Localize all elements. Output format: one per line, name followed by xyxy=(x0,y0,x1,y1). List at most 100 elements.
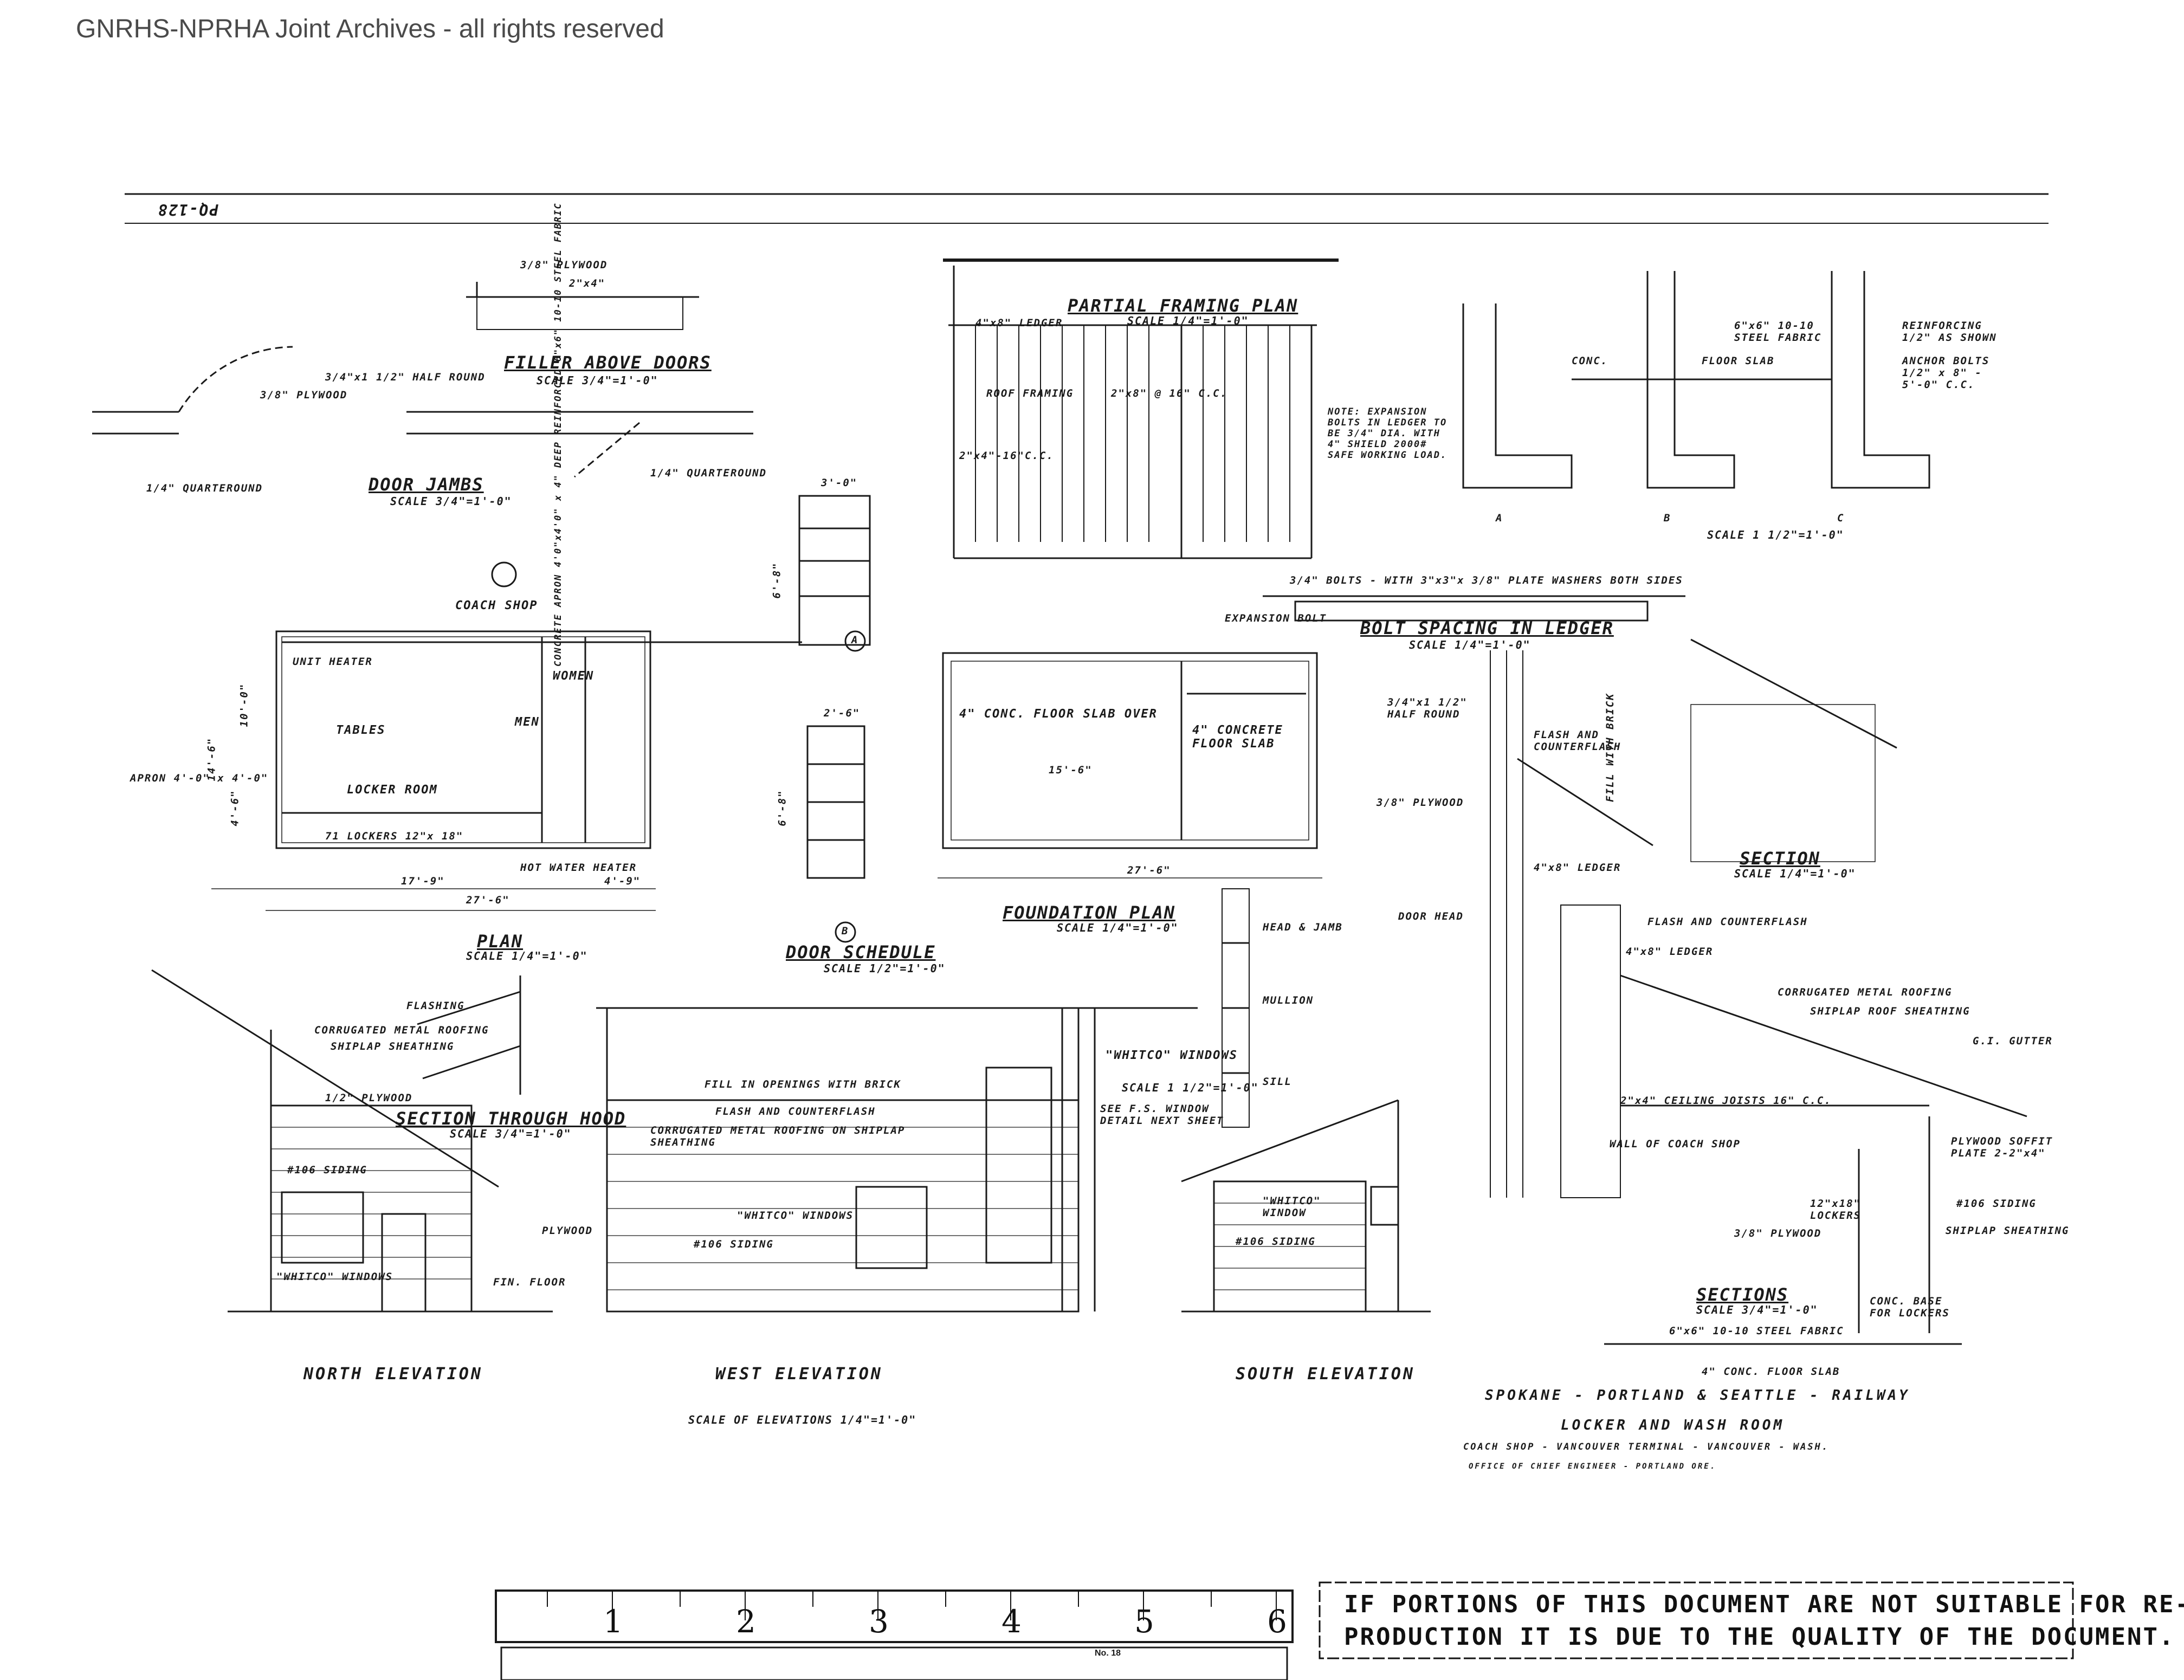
north-plywood: PLYWOOD xyxy=(542,1225,593,1237)
plan-dim-upper: 10'-0" xyxy=(238,683,250,727)
plan-locker-room: LOCKER ROOM xyxy=(347,783,438,797)
sections-shiplap: SHIPLAP ROOF SHEATHING xyxy=(1810,1005,1970,1017)
window-note: SEE F.S. WINDOW DETAIL NEXT SHEET xyxy=(1100,1103,1224,1127)
window-title: "WHITCO" WINDOWS xyxy=(1106,1049,1238,1062)
ruler-label: No. 18 xyxy=(1095,1649,1121,1658)
hood-flashing: FLASHING xyxy=(406,1000,465,1012)
ruler-number-2: 2 xyxy=(736,1603,756,1640)
notice-line-2: PRODUCTION IT IS DUE TO THE QUALITY OF T… xyxy=(1344,1623,2175,1651)
sections-gutter: G.I. GUTTER xyxy=(1973,1035,2053,1047)
title-building: LOCKER AND WASH ROOM xyxy=(1561,1417,1785,1433)
door-a-width: 3'-0" xyxy=(821,477,858,489)
framing-plan-title: PARTIAL FRAMING PLAN xyxy=(1068,295,1298,316)
jamb-quarteround-left: 1/4" QUARTEROUND xyxy=(146,482,263,494)
sections-title: SECTIONS xyxy=(1696,1284,1789,1305)
section-b-title: SECTION xyxy=(1740,848,1820,869)
framing-joists: 2"x8" @ 16" C.C. xyxy=(1111,387,1228,399)
door-schedule-scale: SCALE 1/2"=1'-0" xyxy=(824,962,946,975)
apron-note: CONCRETE APRON 4'0"x4'0" x 4" DEEP REINF… xyxy=(553,202,564,667)
north-floor: FIN. FLOOR xyxy=(493,1276,566,1288)
foundation-scale: SCALE 1/4"=1'-0" xyxy=(1057,921,1179,934)
sections-flash: FLASH AND COUNTERFLASH xyxy=(1647,916,1808,928)
hood-scale: SCALE 3/4"=1'-0" xyxy=(450,1127,572,1140)
filler-stud-label: 2"x4" xyxy=(569,277,606,289)
foundation-dim-15: 15'-6" xyxy=(1049,764,1093,776)
framing-note: NOTE: EXPANSION BOLTS IN LEDGER TO BE 3/… xyxy=(1328,406,1448,461)
jamb-half-round-label: 3/4"x1 1/2" HALF ROUND xyxy=(325,371,486,383)
framing-studs: 2"x4"-16"C.C. xyxy=(959,450,1054,462)
title-office: OFFICE OF CHIEF ENGINEER - PORTLAND ORE. xyxy=(1469,1462,1717,1471)
door-jambs-title: DOOR JAMBS xyxy=(369,474,484,495)
door-a-tag: A xyxy=(851,634,859,646)
plan-title: PLAN xyxy=(477,931,524,952)
plan-men: MEN xyxy=(515,715,540,729)
plan-coach-shop: COACH SHOP xyxy=(455,599,538,612)
window-sill: SILL xyxy=(1263,1076,1292,1088)
footing-label-b: B xyxy=(1664,512,1671,524)
footing-anchor: ANCHOR BOLTS 1/2" x 8" - 5'-0" C.C. xyxy=(1902,355,1990,391)
plan-tables: TABLES xyxy=(336,723,386,737)
section-b-half-round: 3/4"x1 1/2" HALF ROUND xyxy=(1387,696,1468,720)
plan-dim-depth: 14'-6" xyxy=(205,737,218,781)
sections-corrugated: CORRUGATED METAL ROOFING xyxy=(1778,986,1953,998)
west-siding: #106 SIDING xyxy=(694,1238,774,1250)
jamb-quarteround-right: 1/4" QUARTEROUND xyxy=(650,467,767,479)
ruler-number-1: 1 xyxy=(603,1603,623,1640)
south-siding: #106 SIDING xyxy=(1236,1236,1316,1248)
window-head: HEAD & JAMB xyxy=(1263,921,1343,933)
framing-roof: ROOF FRAMING xyxy=(986,387,1074,399)
plan-lockers: 71 LOCKERS 12"x 18" xyxy=(325,830,464,842)
footing-label-c: C xyxy=(1837,512,1845,524)
door-b-tag: B xyxy=(842,925,849,937)
bolt-expansion: EXPANSION BOLT xyxy=(1225,612,1327,624)
west-flash: FLASH AND COUNTERFLASH xyxy=(715,1106,876,1117)
bolt-spacing-scale: SCALE 1/4"=1'-0" xyxy=(1409,638,1531,651)
filler-title: FILLER ABOVE DOORS xyxy=(504,352,712,373)
section-b-plywood: 3/8" PLYWOOD xyxy=(1377,797,1464,809)
bolt-note: 3/4" BOLTS - WITH 3"x3"x 3/8" PLATE WASH… xyxy=(1290,574,1683,586)
section-b-scale: SCALE 1/4"=1'-0" xyxy=(1734,867,1856,880)
notice-line-1: IF PORTIONS OF THIS DOCUMENT ARE NOT SUI… xyxy=(1344,1591,2184,1618)
sections-siding: #106 SIDING xyxy=(1956,1198,2037,1210)
elevations-scale: SCALE OF ELEVATIONS 1/4"=1'-0" xyxy=(688,1413,917,1426)
foundation-dim-27: 27'-6" xyxy=(1127,864,1171,876)
title-railway: SPOKANE - PORTLAND & SEATTLE - RAILWAY xyxy=(1485,1387,1910,1404)
sections-soffit: PLYWOOD SOFFIT PLATE 2-2"x4" xyxy=(1951,1135,2053,1159)
west-fill: FILL IN OPENINGS WITH BRICK xyxy=(705,1078,901,1090)
sections-floor: 4" CONC. FLOOR SLAB xyxy=(1702,1366,1840,1378)
sections-ceiling: 2"x4" CEILING JOISTS 16" C.C. xyxy=(1620,1095,1832,1107)
drawing-number: PQ-128 xyxy=(157,201,219,218)
north-windows: "WHITCO" WINDOWS xyxy=(276,1271,393,1283)
foundation-slab: 4" CONCRETE FLOOR SLAB xyxy=(1192,723,1283,751)
sections-ledger: 4"x8" LEDGER xyxy=(1626,946,1714,958)
sections-sheathing: SHIPLAP SHEATHING xyxy=(1946,1225,2070,1237)
door-b-height: 6'-8" xyxy=(776,790,789,826)
plan-dim-left: 17'-9" xyxy=(401,875,445,887)
footing-conc: CONC. xyxy=(1572,355,1608,367)
sections-plywood: 3/8" PLYWOOD xyxy=(1734,1227,1822,1239)
footing-label-a: A xyxy=(1496,512,1503,524)
sections-wall: WALL OF COACH SHOP xyxy=(1610,1138,1741,1150)
plan-hot-water: HOT WATER HEATER xyxy=(520,862,637,874)
west-windows: "WHITCO" WINDOWS xyxy=(737,1210,854,1222)
sections-steel: 6"x6" 10-10 STEEL FABRIC xyxy=(1669,1325,1844,1337)
plan-unit-heater: UNIT HEATER xyxy=(293,656,373,668)
foundation-title: FOUNDATION PLAN xyxy=(1003,902,1175,923)
bolt-spacing-title: BOLT SPACING IN LEDGER xyxy=(1360,618,1614,638)
footing-reinforcing: REINFORCING 1/2" AS SHOWN xyxy=(1902,320,1997,344)
hood-title: SECTION THROUGH HOOD xyxy=(396,1108,626,1129)
ruler-number-6: 6 xyxy=(1267,1603,1287,1640)
door-a-height: 6'-8" xyxy=(771,562,783,599)
plan-apron: APRON 4'-0" x 4'-0" xyxy=(130,772,269,784)
footing-scale: SCALE 1 1/2"=1'-0" xyxy=(1707,528,1844,541)
jamb-plywood-label: 3/8" PLYWOOD xyxy=(260,389,348,401)
sections-lockers: 12"x18" LOCKERS xyxy=(1810,1198,1862,1222)
sections-scale: SCALE 3/4"=1'-0" xyxy=(1696,1303,1818,1316)
ruler-number-4: 4 xyxy=(1001,1603,1022,1640)
window-scale: SCALE 1 1/2"=1'-0" xyxy=(1122,1081,1259,1094)
door-jambs-scale: SCALE 3/4"=1'-0" xyxy=(390,495,512,508)
title-location: COACH SHOP - VANCOUVER TERMINAL - VANCOU… xyxy=(1463,1442,1829,1452)
plan-women: WOMEN xyxy=(553,669,595,683)
west-corrugated: CORRUGATED METAL ROOFING ON SHIPLAP SHEA… xyxy=(650,1125,906,1148)
ruler-number-3: 3 xyxy=(869,1603,889,1640)
